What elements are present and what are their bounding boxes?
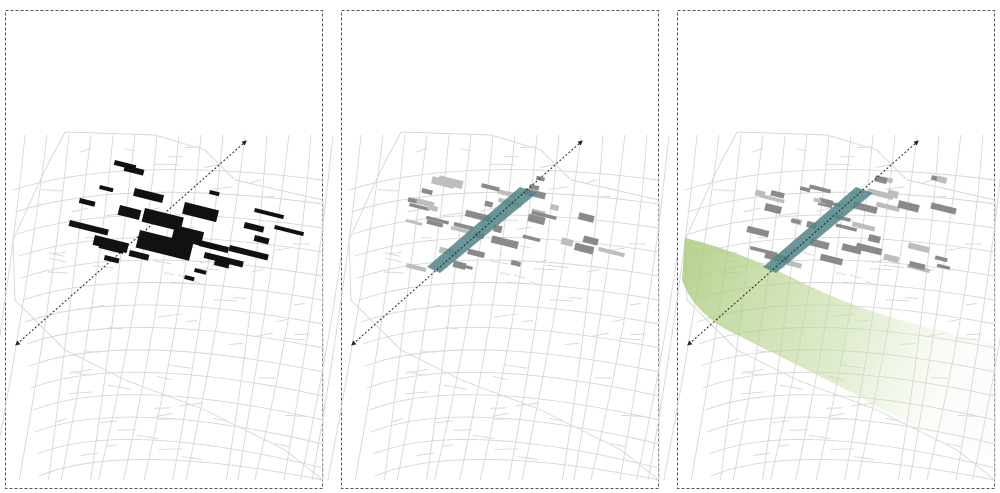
building [582, 235, 599, 246]
building [598, 246, 626, 258]
axis-arrow [687, 140, 919, 346]
building [936, 263, 951, 270]
building [243, 221, 265, 233]
axis-arrow [351, 140, 583, 346]
panel-green-belt [647, 10, 1000, 489]
building [934, 255, 948, 263]
building [930, 202, 957, 215]
panel-axis-corridor [311, 10, 692, 489]
building [936, 175, 948, 184]
panel-frame [341, 10, 659, 489]
building [253, 235, 270, 245]
axis-arrow [15, 140, 247, 346]
building [254, 208, 285, 220]
building [274, 225, 305, 237]
panel-buildings [0, 10, 356, 489]
